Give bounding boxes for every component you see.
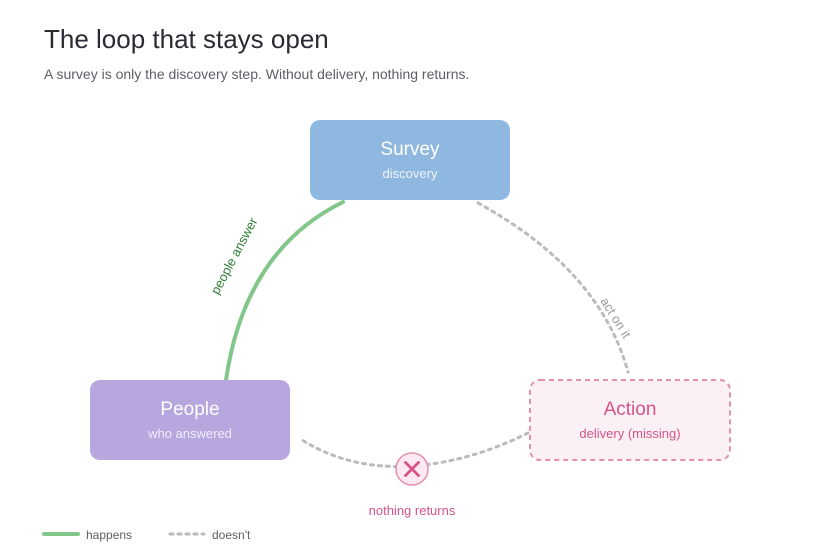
node-survey-subtitle: discovery [383,166,438,181]
node-survey-title: Survey [380,139,440,160]
node-action: Action delivery (missing) [529,379,731,461]
edge-survey-action [476,201,630,374]
node-people-title: People [160,399,219,420]
edge-label-nothing-returns: nothing returns [369,503,456,518]
edge-people-survey [224,200,345,382]
node-people-subtitle: who answered [147,426,232,441]
page-subtitle: A survey is only the discovery step. Wit… [44,66,470,82]
legend-label-doesnt: doesn't [212,528,251,542]
legend-label-happens: happens [86,528,132,542]
node-action-title: Action [604,399,657,420]
edge-label-people-answer: people answer [208,214,261,296]
node-action-subtitle: delivery (missing) [579,426,680,441]
edge-label-act-on-it: act on it [597,294,634,341]
node-survey: Survey discovery [310,120,510,200]
x-circle-icon [395,452,429,486]
legend: happens doesn't [42,528,251,542]
node-people: People who answered [90,380,290,460]
page-title: The loop that stays open [44,24,329,54]
